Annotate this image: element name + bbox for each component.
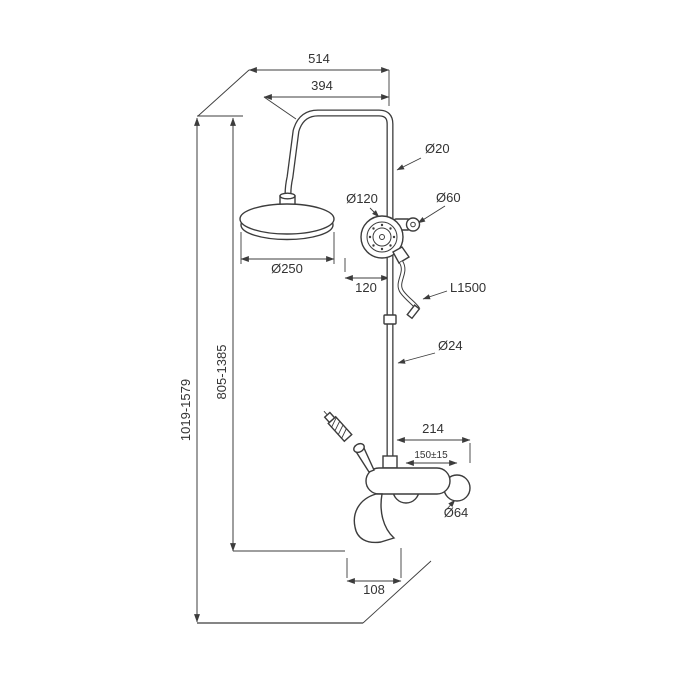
- dim-spout-reach-label: 108: [363, 582, 385, 597]
- dim-top-width-label: 514: [308, 51, 330, 66]
- hand-shower-ring-inner: [372, 227, 392, 247]
- mixer-lever-tip: [353, 442, 365, 454]
- head-connector-cap: [279, 192, 296, 200]
- mixer-top-connector: [382, 455, 398, 469]
- ext-394-left: [263, 96, 297, 120]
- dim-head-diameter-label: Ø250: [271, 261, 303, 276]
- shower-hose-inner: [398, 261, 420, 310]
- dim-riser-lower-diameter-label: Ø24: [438, 338, 463, 353]
- dimension-lines: [194, 67, 471, 623]
- leader-lines: [369, 157, 456, 510]
- dim-column-height-label: 805-1385: [214, 345, 229, 400]
- dim-overall-height-label: 1019-1579: [178, 379, 193, 441]
- riser-pipe-inner: [285, 110, 393, 472]
- shower-system: [239, 109, 471, 544]
- mixer-spout: [353, 493, 396, 544]
- dim-escutcheon-diameter-label: Ø64: [444, 505, 469, 520]
- dim-hose-length-label: L1500: [450, 280, 486, 295]
- dim-bracket-offset-label: 120: [355, 280, 377, 295]
- ext-514-left: [197, 69, 250, 117]
- mixer-body: [365, 467, 451, 495]
- supply-elbow: [323, 410, 353, 443]
- leader-d24: [397, 352, 436, 364]
- holder-knob-center: [410, 221, 416, 228]
- hand-shower-nozzles: [368, 223, 396, 251]
- hand-shower-handle: [392, 246, 411, 264]
- leader-d20: [396, 157, 422, 171]
- leader-d64: [446, 499, 456, 510]
- leader-d120: [369, 207, 380, 218]
- dim-riser-upper-diameter-label: Ø20: [425, 141, 450, 156]
- holder-knob: [405, 217, 421, 232]
- telescope-collar: [383, 314, 397, 325]
- reference-lines: [197, 69, 471, 624]
- dim-supply-centers-label: 150±15: [414, 450, 448, 461]
- dim-arm-reach-label: 394: [311, 78, 333, 93]
- hose-end-fitting: [406, 304, 421, 320]
- hand-shower-center: [379, 234, 385, 240]
- floor-diagonal: [362, 560, 432, 624]
- overhead-shower-head: [239, 203, 335, 235]
- dim-hand-shower-diameter-label: Ø120: [346, 191, 378, 206]
- leader-hose: [422, 290, 448, 300]
- leader-d60: [417, 205, 446, 224]
- dim-holder-diameter-label: Ø60: [436, 190, 461, 205]
- dimension-labels: 514 394 Ø20 Ø120 Ø60 Ø250 120 L1500 Ø24 …: [178, 51, 486, 597]
- hand-shower-ring-outer: [366, 221, 398, 253]
- dim-mixer-depth-label: 214: [422, 421, 444, 436]
